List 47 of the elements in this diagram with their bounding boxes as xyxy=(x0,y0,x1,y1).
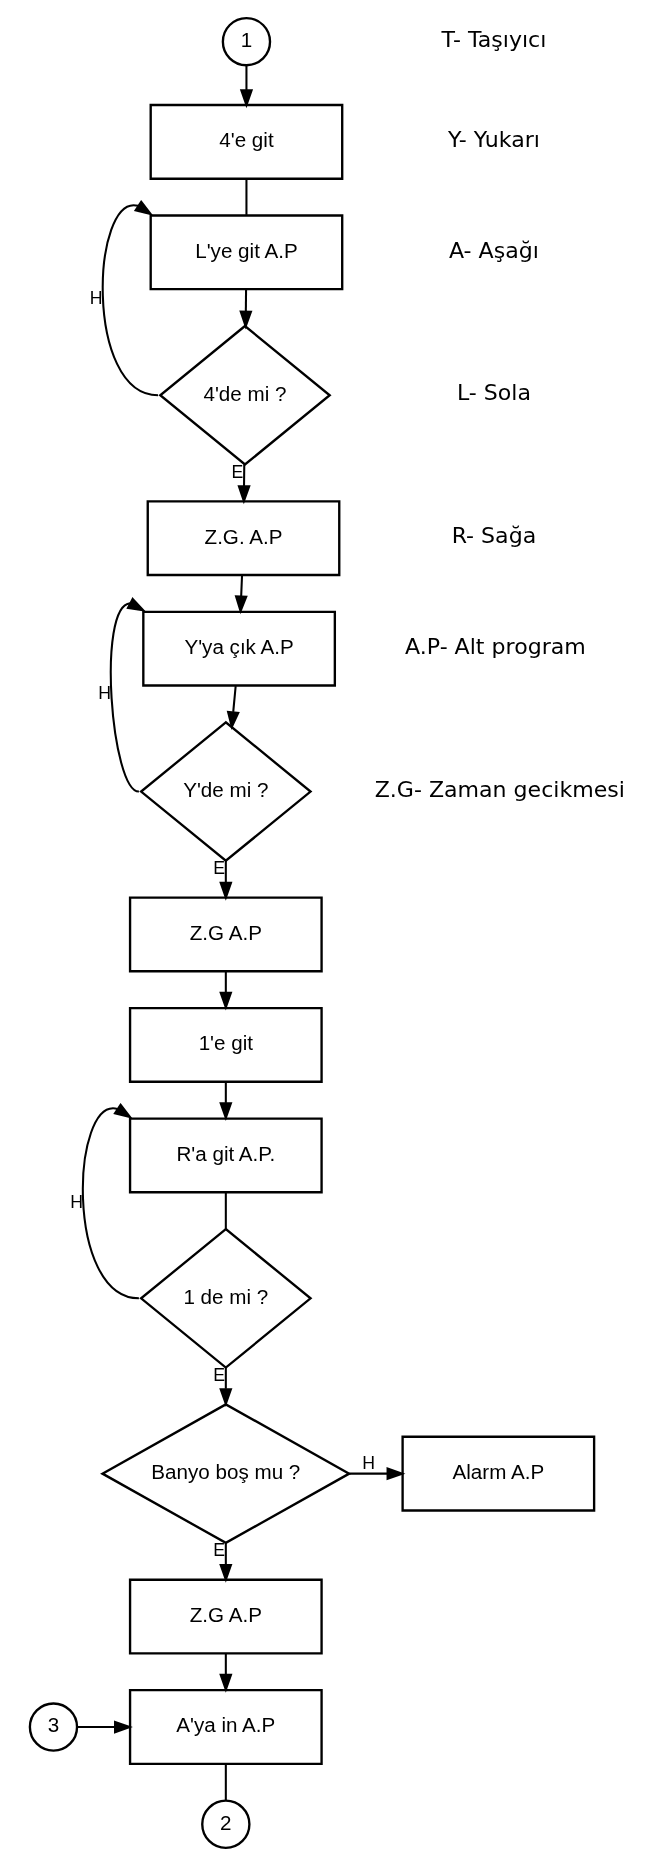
node-circle: 2 xyxy=(200,1799,251,1849)
node-box: Y'ya çık A.P xyxy=(141,610,336,687)
arrow xyxy=(348,1466,405,1480)
arrow xyxy=(218,1542,232,1583)
arrow xyxy=(218,1081,232,1121)
arrow xyxy=(218,1653,232,1693)
node-box: R'a git A.P. xyxy=(128,1116,323,1193)
arrow xyxy=(238,289,252,329)
node-box: 1'e git xyxy=(128,1006,323,1083)
node-box: Z.G A.P xyxy=(128,1578,323,1655)
connector xyxy=(244,178,247,215)
node-box: L'ye git A.P xyxy=(149,213,343,290)
edge-label: H xyxy=(69,1191,83,1211)
label: R- Sağa xyxy=(451,521,536,548)
label: Y- Yukarı xyxy=(447,125,540,152)
label: T- Taşıyıcı xyxy=(440,25,546,52)
arrow xyxy=(236,463,251,504)
node-circle: 1 xyxy=(221,16,271,66)
node-box: Alarm A.P xyxy=(400,1435,595,1512)
arrow xyxy=(218,1367,232,1407)
edge-label: H xyxy=(361,1452,375,1473)
node-diamond: 1 de mi ? xyxy=(138,1227,312,1369)
node-diamond: Y'de mi ? xyxy=(138,720,312,862)
connector xyxy=(224,1763,227,1800)
label: A.P- Alt program xyxy=(404,632,586,659)
edge-label: H xyxy=(89,287,103,308)
arrow xyxy=(234,574,248,614)
label: Z.G- Zaman gecikmesi xyxy=(374,775,625,802)
node-diamond: Banyo boş mu ? xyxy=(99,1402,352,1544)
arrow xyxy=(81,1102,139,1299)
arrow xyxy=(218,971,232,1011)
arrow xyxy=(218,860,232,901)
arrow xyxy=(77,1719,133,1734)
label: L- Sola xyxy=(456,378,531,405)
node-box: Z.G. A.P xyxy=(146,499,340,576)
node-circle: 3 xyxy=(28,1701,78,1752)
node-box: Z.G A.P xyxy=(128,895,323,972)
node-box: A'ya in A.P xyxy=(128,1688,323,1765)
edge-label: H xyxy=(97,682,111,703)
arrow xyxy=(101,199,158,396)
node-diamond: 4'de mi ? xyxy=(157,324,332,466)
label: A- Aşağı xyxy=(448,236,539,263)
arrow xyxy=(109,596,146,792)
node-box: 4'e git xyxy=(149,103,343,180)
arrow xyxy=(239,65,253,108)
arrow xyxy=(226,685,240,730)
connector xyxy=(224,1192,227,1229)
